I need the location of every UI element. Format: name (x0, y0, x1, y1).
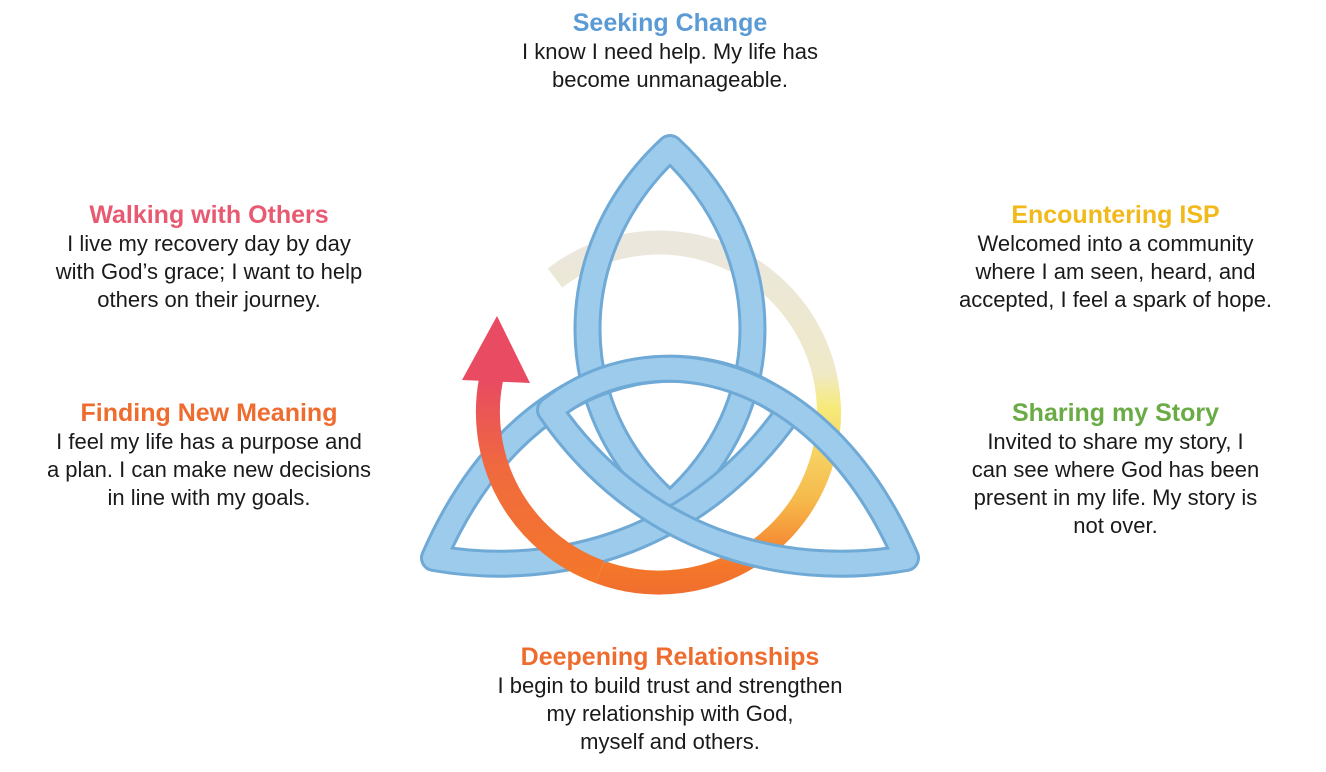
desc-line: can see where God has been (971, 457, 1260, 482)
desc-line: I feel my life has a purpose and (56, 429, 362, 454)
desc-line: myself and others. (580, 729, 760, 754)
desc-line: present in my life. My story is (973, 485, 1258, 510)
trinity-knot (420, 134, 920, 578)
stage-description: Welcomed into a community where I am see… (905, 230, 1326, 314)
stage-encountering-isp: Encountering ISP Welcomed into a communi… (905, 200, 1326, 314)
stage-title: Seeking Change (572, 9, 768, 37)
stage-title: Sharing my Story (1012, 399, 1219, 427)
stage-sharing-my-story: Sharing my Story Invited to share my sto… (905, 398, 1326, 540)
progress-arrowhead (462, 316, 530, 383)
desc-line: others on their journey. (97, 287, 321, 312)
desc-line: become unmanageable. (551, 67, 789, 92)
stage-walking-with-others: Walking with Others I live my recovery d… (0, 200, 418, 314)
desc-line: where I am seen, heard, and (975, 259, 1256, 284)
stage-title: Deepening Relationships (520, 643, 820, 671)
progress-arc-left (475, 372, 605, 584)
stage-title: Finding New Meaning (80, 399, 338, 427)
desc-line: I begin to build trust and strengthen (497, 673, 843, 698)
desc-line: I live my recovery day by day (67, 231, 351, 256)
desc-line: with God’s grace; I want to help (55, 259, 363, 284)
stage-seeking-change: Seeking Change I know I need help. My li… (420, 8, 920, 94)
stage-deepening-relationships: Deepening Relationships I begin to build… (420, 642, 920, 756)
stage-description: Invited to share my story, I can see whe… (905, 428, 1326, 540)
desc-line: a plan. I can make new decisions (46, 457, 372, 482)
desc-line: in line with my goals. (107, 485, 311, 510)
desc-line: Invited to share my story, I (987, 429, 1244, 454)
stage-title: Encountering ISP (1011, 201, 1220, 229)
desc-line: I know I need help. My life has (522, 39, 818, 64)
desc-line: accepted, I feel a spark of hope. (958, 287, 1273, 312)
stage-finding-new-meaning: Finding New Meaning I feel my life has a… (0, 398, 418, 512)
stage-title: Walking with Others (89, 201, 329, 229)
stage-description: I begin to build trust and strengthen my… (420, 672, 920, 756)
desc-line: Welcomed into a community (977, 231, 1254, 256)
stage-description: I feel my life has a purpose and a plan.… (0, 428, 418, 512)
desc-line: my relationship with God, (546, 701, 794, 726)
progress-arc-right (547, 230, 841, 595)
desc-line: not over. (1073, 513, 1158, 538)
stage-description: I live my recovery day by day with God’s… (0, 230, 418, 314)
stage-description: I know I need help. My life has become u… (420, 38, 920, 94)
